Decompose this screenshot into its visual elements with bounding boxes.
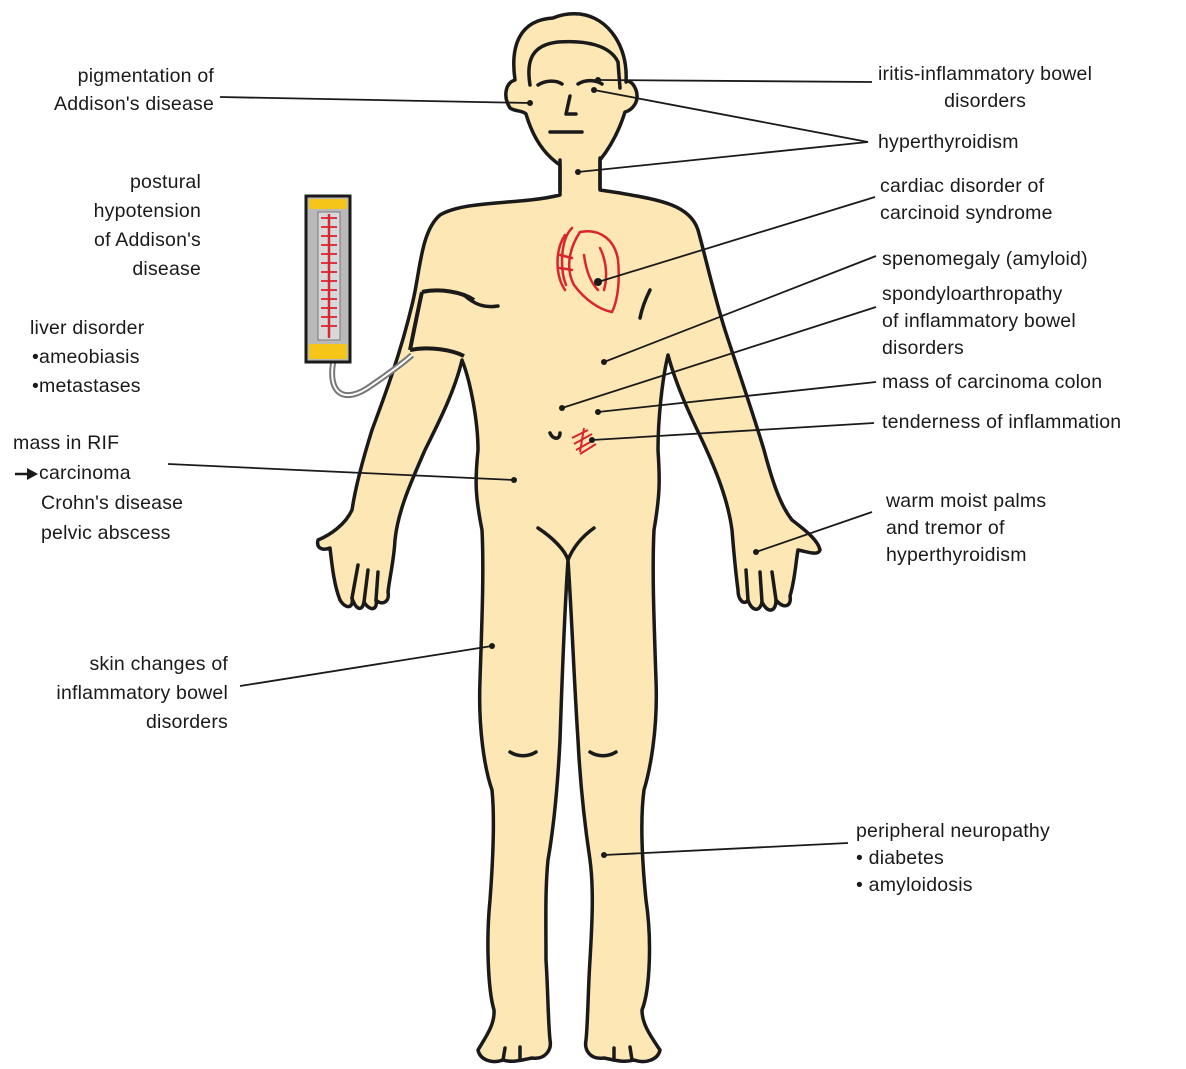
label-line: spenomegaly (amyloid) [882,245,1088,273]
label-iritis: iritis-inflammatory bowel disorders [878,61,1092,115]
label-liver-disorder: liver disorder •ameobiasis •metastases [30,314,144,401]
rif-item: pelvic abscess [13,518,183,548]
human-body-figure [318,14,820,1062]
label-line: • amyloidosis [856,872,1050,899]
label-line: of inflammatory bowel [882,308,1076,335]
label-line: of Addison's [94,226,201,255]
manometer-bottom-cap [309,344,347,359]
label-line: tenderness of inflammation [882,408,1121,436]
label-line: disorders [882,335,1076,362]
label-line: hyperthyroidism [878,128,1019,156]
rif-item-with-arrow: carcinoma [13,458,183,488]
right-arrow-icon [13,458,39,488]
label-line: liver disorder [30,314,144,343]
label-mass-in-rif: mass in RIF carcinoma Crohn's disease pe… [13,428,183,548]
manometer-top-cap [309,199,347,209]
label-postural-hypotension: postural hypotension of Addison's diseas… [94,168,201,284]
rif-item: carcinoma [39,462,131,484]
label-line: spondyloarthropathy [882,281,1076,308]
label-line: peripheral neuropathy [856,818,1050,845]
label-line: mass of carcinoma colon [882,368,1102,396]
line-hyperthyroid-neck [578,142,868,172]
label-tenderness: tenderness of inflammation [882,408,1121,436]
line-iritis [598,80,872,82]
label-line: disorders [878,88,1092,115]
label-line: iritis-inflammatory bowel [878,61,1092,88]
line-rif [168,464,514,480]
label-line: pigmentation of [54,62,214,90]
label-line: cardiac disorder of [880,173,1053,200]
label-line: postural [94,168,201,197]
label-line: Addison's disease [54,90,214,118]
rif-heading: mass in RIF [13,428,183,458]
label-hyperthyroidism: hyperthyroidism [878,128,1019,156]
label-line: inflammatory bowel [56,679,228,708]
label-line: warm moist palms [886,488,1046,515]
label-cardiac-disorder: cardiac disorder of carcinoid syndrome [880,173,1053,227]
label-line: hyperthyroidism [886,542,1046,569]
line-skin [240,646,492,686]
rif-item: Crohn's disease [13,488,183,518]
line-addison-pigmentation [220,97,530,103]
label-line: skin changes of [56,650,228,679]
label-peripheral-neuropathy: peripheral neuropathy • diabetes • amylo… [856,818,1050,899]
label-line: •ameobiasis [30,343,144,372]
label-line: disorders [56,708,228,737]
label-line: and tremor of [886,515,1046,542]
label-line: • diabetes [856,845,1050,872]
body-silhouette [318,14,820,1062]
manometer-gauge [306,196,350,362]
label-warm-palms: warm moist palms and tremor of hyperthyr… [886,488,1046,569]
label-skin-changes: skin changes of inflammatory bowel disor… [56,650,228,737]
label-addison-pigmentation: pigmentation of Addison's disease [54,62,214,118]
label-line: •metastases [30,372,144,401]
label-line: carcinoid syndrome [880,200,1053,227]
line-hyperthyroid-eye [594,90,868,142]
label-line: hypotension [94,197,201,226]
label-line: disease [94,255,201,284]
label-spondyloarthropathy: spondyloarthropathy of inflammatory bowe… [882,281,1076,362]
label-colon-mass: mass of carcinoma colon [882,368,1102,396]
label-splenomegaly: spenomegaly (amyloid) [882,245,1088,273]
